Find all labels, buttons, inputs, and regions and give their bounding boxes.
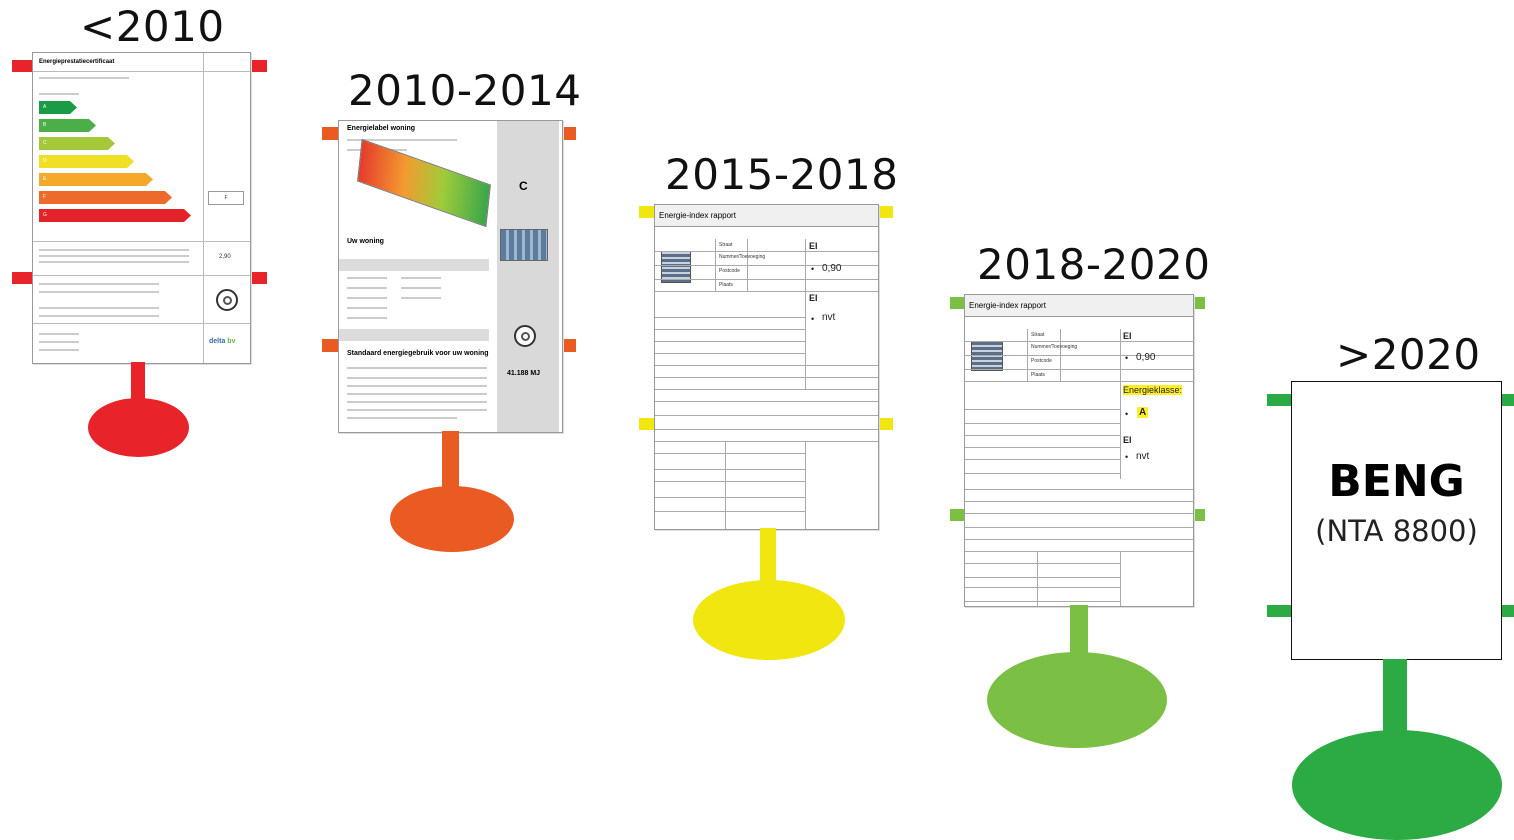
form-row: Nummer/Toevoeging (655, 251, 878, 266)
building-icon (500, 229, 548, 261)
energy-class-label: Energieklasse: (1123, 385, 1183, 395)
form-row: Postcode (655, 265, 878, 280)
label-arrow-g: G (39, 209, 191, 222)
beng-subtitle: (NTA 8800) (1315, 514, 1478, 548)
sign-tab-green (1267, 605, 1292, 617)
seal-icon (514, 325, 536, 347)
sign-base (987, 652, 1167, 748)
sign-tab-green (1267, 394, 1292, 406)
era-label-2015-2018: 2015-2018 (665, 150, 899, 199)
energy-index-label: EI (1123, 331, 1132, 341)
index-value: 2,90 (219, 254, 231, 260)
label-arrow-e: E (39, 173, 153, 186)
label-arrow-c: C (39, 137, 115, 150)
form-row: Plaats (965, 369, 1193, 382)
sign-base (390, 486, 514, 552)
sign-tab-red (250, 272, 267, 284)
bullet: • (1125, 452, 1129, 462)
energy-label-document: Energielabel woning C Uw woning Standaar… (338, 120, 563, 433)
sign-tab-yellow (639, 418, 654, 430)
sign-base (88, 398, 189, 457)
radiator-icon (971, 341, 1003, 371)
bullet: • (1125, 353, 1129, 363)
beng-sign: BENG (NTA 8800) (1291, 381, 1502, 660)
era-label-2018-2020: 2018-2020 (977, 240, 1211, 289)
energy-class-value: A (1137, 407, 1149, 418)
sign-tab-light-green (950, 297, 964, 309)
sign-tab-orange (322, 339, 338, 352)
label-arrow-a: A (39, 101, 77, 114)
energy-index-report-document: Energie-index rapport Straat Nummer/Toev… (654, 204, 879, 530)
energy-index-value: 0,90 (1136, 352, 1156, 363)
sign-pole (442, 431, 459, 495)
company-logo: delta bv (209, 338, 236, 345)
sign-tab-orange (322, 127, 338, 140)
radiator-icon (661, 251, 691, 283)
label-arrow-d: D (39, 155, 134, 168)
energy-index-value: 0,90 (822, 263, 842, 274)
form-row: Straat (965, 329, 1193, 342)
nvt-value: nvt (1136, 451, 1150, 462)
sign-tab-orange (562, 127, 576, 140)
sign-tab-light-green (950, 509, 964, 521)
energy-consumption-value: 41.188 MJ (507, 370, 541, 377)
sign-tab-yellow (878, 206, 893, 218)
energy-index-report-document: Energie-index rapport Straat Nummer/Toev… (964, 294, 1194, 607)
sign-tab-yellow (639, 206, 654, 218)
form-row: Postcode (965, 355, 1193, 370)
section-heading: Standaard energiegebruik voor uw woning (347, 350, 489, 357)
section-heading: Uw woning (347, 238, 384, 245)
energy-index-label: EI (809, 293, 818, 303)
document-title: Energielabel woning (347, 125, 416, 132)
sign-pole (760, 528, 776, 588)
bullet: • (811, 264, 815, 274)
sign-tab-red (12, 272, 32, 284)
sign-base (693, 580, 845, 660)
nvt-value: nvt (822, 312, 836, 323)
sign-tab-red (250, 60, 267, 72)
sign-tab-light-green (1193, 297, 1205, 309)
sign-pole (1070, 605, 1088, 665)
era-label-2010-2014: 2010-2014 (348, 66, 582, 115)
sign-tab-green (1502, 394, 1514, 406)
document-title: Energieprestatiecertificaat (39, 59, 115, 65)
current-label-marker: F (208, 191, 244, 205)
form-row: Plaats (655, 279, 878, 292)
label-arrow-f: F (39, 191, 172, 204)
label-arrow-b: B (39, 119, 96, 132)
energy-index-label: EI (809, 241, 818, 251)
energy-class: C (519, 179, 528, 193)
form-row: Straat (655, 239, 878, 252)
sign-tab-red (12, 60, 32, 72)
era-label-pre-2010: <2010 (80, 2, 225, 51)
sign-tab-light-green (1193, 509, 1205, 521)
document-title: Energie-index rapport (965, 295, 1193, 317)
house-illustration (357, 138, 491, 228)
bullet: • (811, 314, 815, 324)
seal-icon (216, 289, 238, 311)
bullet: • (1125, 409, 1129, 419)
sign-tab-green (1502, 605, 1514, 617)
energy-index-label: EI (1123, 435, 1132, 445)
beng-title: BENG (1328, 456, 1465, 507)
form-row: Nummer/Toevoeging (965, 341, 1193, 356)
document-title: Energie-index rapport (655, 205, 878, 227)
sign-tab-orange (562, 339, 576, 352)
sign-base (1292, 730, 1502, 840)
sign-tab-yellow (878, 418, 893, 430)
era-label-post-2020: >2020 (1336, 330, 1481, 379)
